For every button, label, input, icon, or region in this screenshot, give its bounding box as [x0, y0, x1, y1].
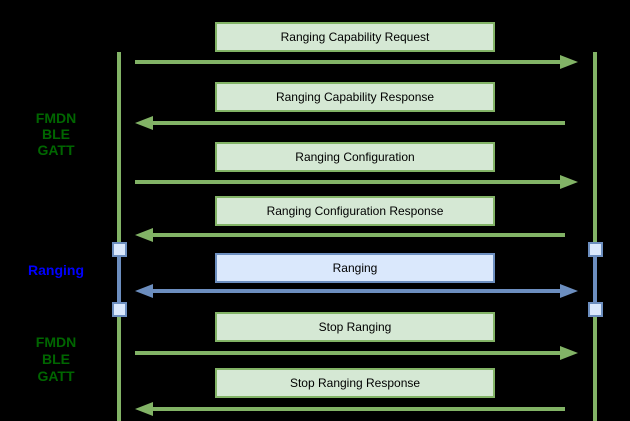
arrowhead-right	[560, 55, 578, 69]
arrowhead-left	[135, 284, 153, 298]
message-arrow-left	[135, 228, 565, 242]
left-lifeline	[117, 52, 121, 421]
message-box-ranging: Ranging	[215, 253, 495, 283]
arrowhead-right	[560, 346, 578, 360]
message-arrow-left	[135, 402, 565, 416]
phase-label-fmdn-ble-gatt-bottom: FMDN BLE GATT	[35, 334, 77, 384]
phase-label-fmdn-ble-gatt-top: FMDN BLE GATT	[35, 110, 77, 158]
arrowhead-left	[135, 116, 153, 130]
message-box-stop-ranging: Stop Ranging	[215, 312, 495, 342]
arrowhead-right	[560, 284, 578, 298]
message-box-stop-ranging-response: Stop Ranging Response	[215, 368, 495, 398]
arrow-shaft	[135, 180, 562, 184]
arrow-shaft	[135, 351, 562, 355]
arrowhead-left	[135, 402, 153, 416]
activation-marker-left-start	[112, 242, 127, 257]
message-box-ranging-capability-request: Ranging Capability Request	[215, 22, 495, 52]
arrow-shaft	[151, 121, 565, 125]
arrow-shaft	[151, 289, 562, 293]
message-box-ranging-configuration-response: Ranging Configuration Response	[215, 196, 495, 226]
phase-label-ranging: Ranging	[28, 262, 84, 278]
activation-marker-right-start	[588, 242, 603, 257]
arrow-shaft	[135, 60, 562, 64]
message-arrow-left	[135, 116, 565, 130]
message-box-ranging-capability-response: Ranging Capability Response	[215, 82, 495, 112]
arrow-shaft	[151, 407, 565, 411]
message-arrow-right	[135, 175, 578, 189]
activation-marker-right-end	[588, 302, 603, 317]
message-box-ranging-configuration: Ranging Configuration	[215, 142, 495, 172]
message-arrow-right	[135, 346, 578, 360]
right-lifeline-ranging-segment	[593, 245, 597, 313]
activation-marker-left-end	[112, 302, 127, 317]
message-arrow-bidirectional	[135, 284, 578, 298]
arrow-shaft	[151, 233, 565, 237]
message-arrow-right	[135, 55, 578, 69]
right-lifeline	[593, 52, 597, 421]
left-lifeline-ranging-segment	[117, 245, 121, 313]
arrowhead-right	[560, 175, 578, 189]
arrowhead-left	[135, 228, 153, 242]
